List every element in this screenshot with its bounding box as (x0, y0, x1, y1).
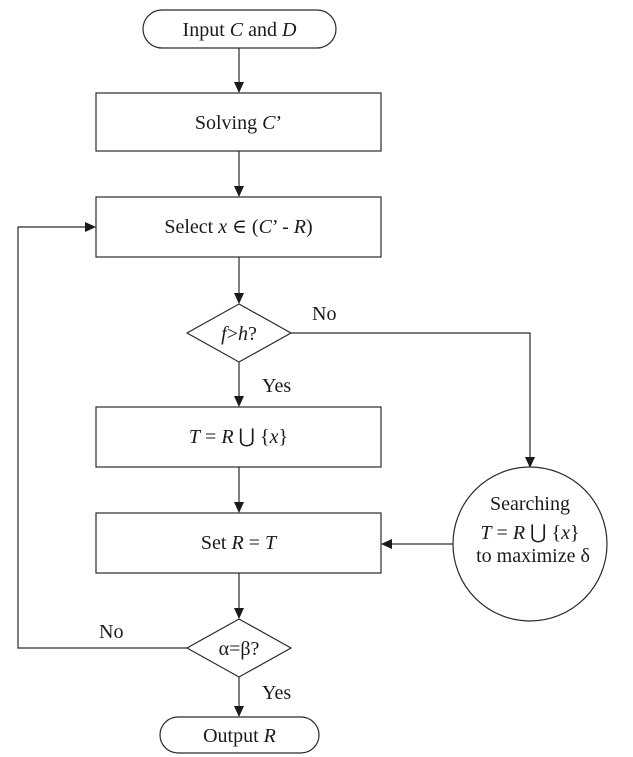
edge-label-no-top: No (312, 303, 336, 325)
arrow-decision2-yes-to-end (234, 706, 244, 717)
set-process: Set R = T (95, 512, 382, 574)
solve-process-label: Solving C’ (195, 112, 282, 134)
end-terminator-label: Output R (203, 725, 276, 747)
set-process-label: Set R = T (201, 532, 278, 554)
union-process-box (95, 406, 382, 468)
edge-label-yes-mid: Yes (262, 375, 291, 397)
select-process-label: Select x ∈ (C’ - R) (164, 216, 312, 238)
end-terminator-shape (159, 716, 320, 754)
solve-process-box (95, 92, 382, 152)
decision-f-greater-h: f>h? (185, 303, 293, 363)
arrow-select-to-decision1 (234, 293, 244, 304)
union-process: T = R ⋃ {x} (95, 406, 382, 468)
arrow-decision1-yes-to-union (234, 396, 244, 407)
search-circle-shape (452, 466, 608, 622)
end-terminator: Output R (159, 716, 320, 754)
search-circle-line1: Searching (490, 493, 570, 515)
start-terminator-label: Input C and D (183, 19, 297, 41)
arrow-decision2-no-to-select (85, 222, 96, 232)
arrow-union-to-set (234, 502, 244, 513)
arrow-solve-to-select (234, 186, 244, 197)
arrow-set-to-decision2 (234, 608, 244, 619)
arrow-search-to-set (381, 539, 392, 549)
solve-process: Solving C’ (95, 92, 382, 152)
search-circle: Searching T = R ⋃ {x} to maximize δ (452, 466, 608, 622)
decision-alpha-equals-beta: α=β? (185, 618, 293, 678)
edge-decision1-no-to-search (291, 332, 531, 458)
decision-alpha-equals-beta-label: α=β? (219, 638, 260, 660)
arrow-start-to-solve (234, 82, 244, 93)
start-terminator: Input C and D (142, 9, 337, 49)
search-circle-line2: T = R ⋃ {x} (480, 522, 579, 544)
edge-decision2-no-to-select (17, 226, 187, 649)
edge-label-no-bottom: No (99, 621, 123, 643)
select-process: Select x ∈ (C’ - R) (95, 196, 382, 258)
decision-f-greater-h-label: f>h? (221, 323, 257, 345)
arrow-decision1-no-to-search (525, 457, 535, 468)
union-process-label: T = R ⋃ {x} (189, 426, 288, 448)
search-circle-line3: to maximize δ (476, 545, 590, 567)
edge-label-yes-bottom: Yes (262, 682, 291, 704)
